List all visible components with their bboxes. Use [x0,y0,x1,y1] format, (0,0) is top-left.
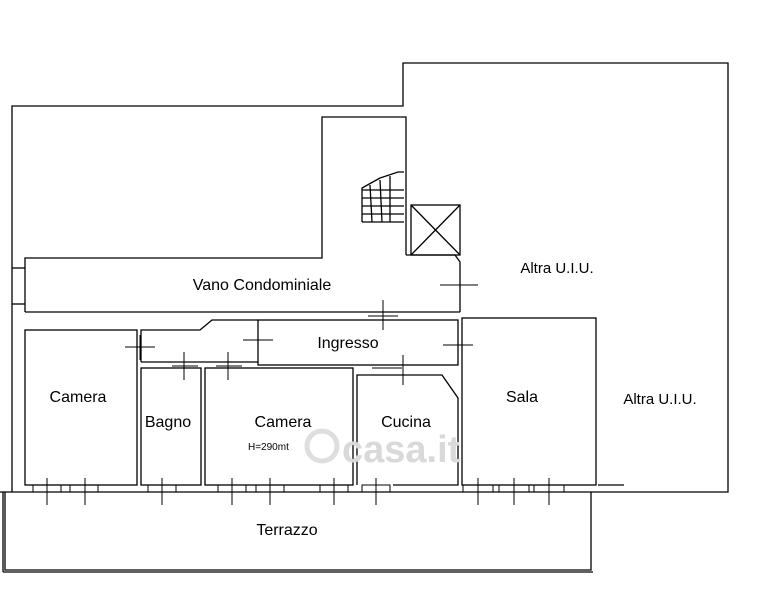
lift-cross-b [410,204,461,256]
label-camera-left: Camera [50,389,107,406]
stairs [361,171,404,223]
label-sala: Sala [506,389,538,406]
camera-left-walls [24,329,138,486]
label-vano-condominiale: Vano Condominiale [193,277,332,294]
label-cucina: Cucina [381,414,431,431]
terrace-outline [4,492,592,571]
watermark-text: casa.it [342,429,461,471]
door-ticks [46,268,550,505]
windows [32,484,565,493]
label-altra-uiu-top: Altra U.I.U. [520,260,593,277]
walls [0,62,729,573]
watermark-logo-icon [304,428,340,464]
landing-wall [406,254,461,312]
outer-wall [11,62,729,493]
cucina-walls [356,374,459,486]
label-altra-uiu-right: Altra U.I.U. [623,391,696,408]
label-terrazzo: Terrazzo [256,522,317,539]
service-room-wall [140,319,258,362]
stair-core-wall [24,116,407,312]
window-camera-left-2 [69,484,99,493]
label-camera-center: Camera [255,414,312,431]
label-bagno: Bagno [145,414,191,431]
watermark: casa.it [304,428,461,471]
label-camera-center-height: H=290mt [248,442,289,453]
label-ingresso: Ingresso [317,335,378,352]
